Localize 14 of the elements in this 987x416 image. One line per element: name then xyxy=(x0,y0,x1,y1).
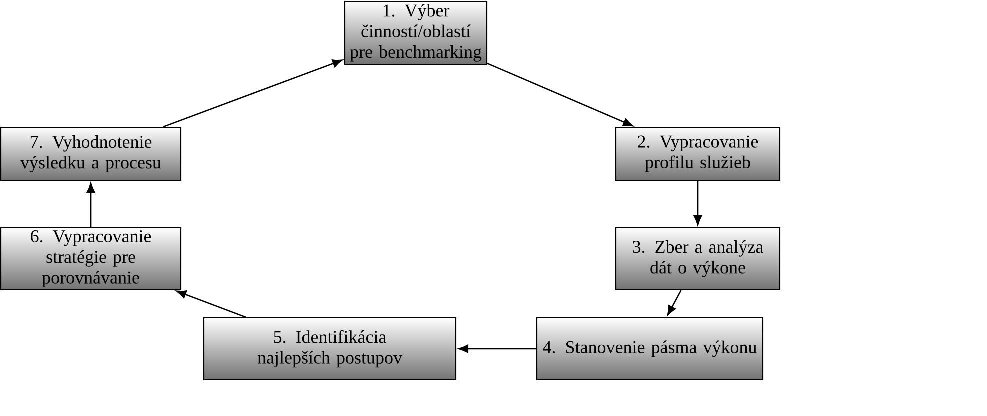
process-box: 2. Vypracovanie profilu služieb xyxy=(615,126,781,182)
process-box: 5. Identifikácia najlepších postupov xyxy=(203,317,457,381)
arrow xyxy=(458,344,536,354)
arrow xyxy=(176,290,246,318)
arrow xyxy=(667,290,682,316)
process-box: 7. Vyhodnotenie výsledku a procesu xyxy=(0,126,182,182)
process-box: 6. Vypracovanie stratégie pre porovnávanie xyxy=(0,227,182,291)
arrow xyxy=(694,181,702,226)
arrow xyxy=(86,183,96,228)
process-box: 3. Zber a analýza dát o výkone xyxy=(615,227,781,291)
arrow xyxy=(487,63,634,127)
arrow xyxy=(163,60,343,128)
process-box: 4. Stanovenie pásma výkonu xyxy=(536,317,764,381)
process-box: 1. Výber činností/oblastí pre benchmarking xyxy=(344,0,488,66)
